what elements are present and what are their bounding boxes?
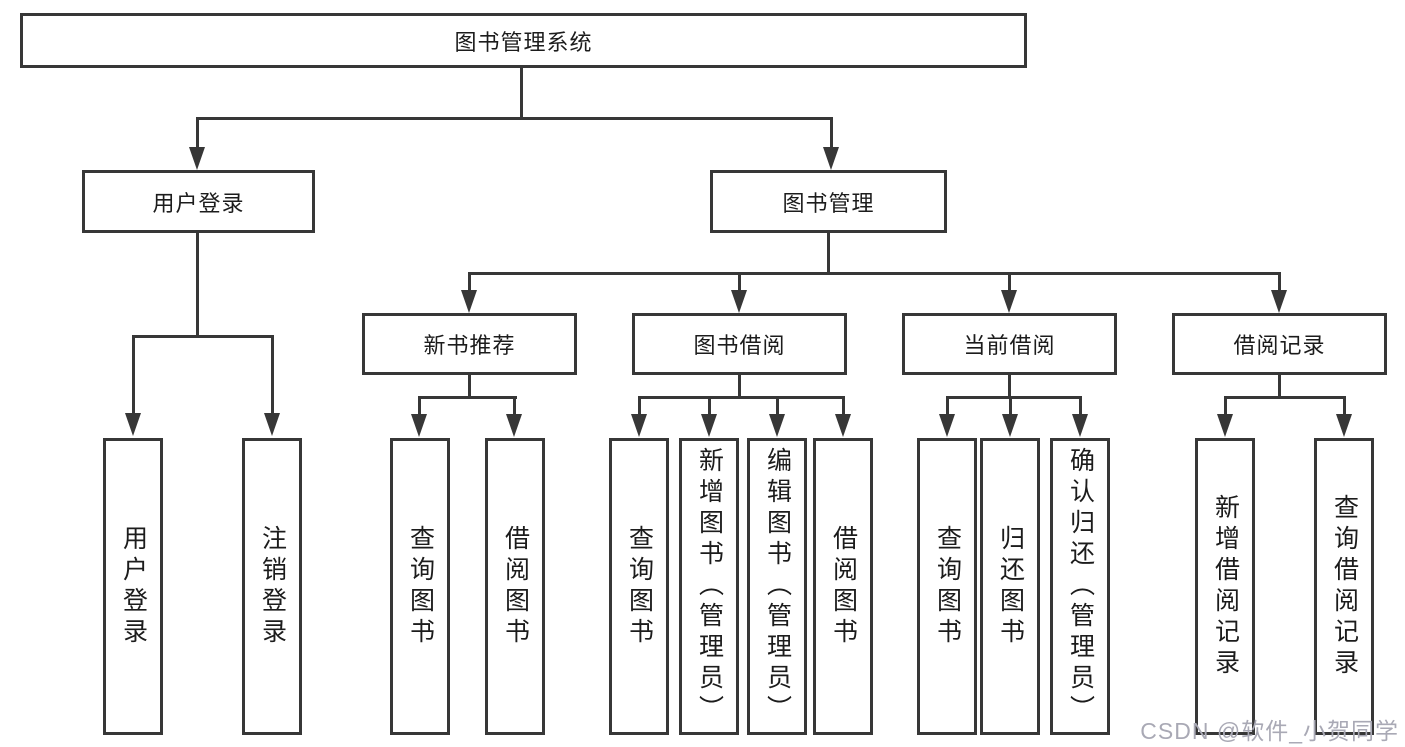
node-leaf-borrow-query-book: 查询图书: [609, 438, 669, 735]
connector-mgmt-drop-3: [1008, 272, 1011, 293]
connector-borrow-drop-4: [842, 396, 845, 414]
node-leaf-current-query-book: 查询图书: [917, 438, 977, 735]
node-leaf-label: 归还图书: [996, 524, 1025, 649]
connector-current-stem: [1008, 375, 1011, 399]
node-leaf-label: 新增图书（管理员）: [695, 447, 724, 726]
node-leaf-label: 查询图书: [406, 524, 435, 649]
arrow-down-icon: [506, 414, 522, 437]
connector-mgmt-drop-2: [738, 272, 741, 293]
connector-borrow-drop-2: [708, 396, 711, 414]
connector-records-hline: [1224, 396, 1345, 399]
csdn-watermark: CSDN @软件_小贺同学: [1140, 718, 1399, 744]
connector-rec-stem: [468, 375, 471, 399]
connector-records-drop-2: [1343, 396, 1346, 414]
arrow-down-icon: [939, 414, 955, 437]
node-leaf-label: 查询借阅记录: [1330, 493, 1359, 680]
arrow-down-icon: [769, 414, 785, 437]
connector-borrow-hline: [638, 396, 845, 399]
node-leaf-label: 用户登录: [119, 524, 148, 649]
node-book-borrow-label: 图书借阅: [693, 333, 786, 358]
node-borrow-records-label: 借阅记录: [1233, 333, 1326, 358]
node-book-mgmt-label: 图书管理: [782, 190, 875, 216]
connector-user-drop-1: [132, 335, 135, 415]
connector-current-drop-3: [1079, 396, 1082, 414]
node-leaf-confirm-return-admin: 确认归还（管理员）: [1050, 438, 1110, 735]
connector-user-hline: [132, 335, 274, 338]
connector-current-hline: [946, 396, 1082, 399]
connector-user-stem: [196, 233, 199, 337]
arrow-down-icon: [823, 147, 839, 170]
node-leaf-borrow-book: 借阅图书: [813, 438, 873, 735]
arrow-down-icon: [264, 413, 280, 436]
node-leaf-label: 借阅图书: [501, 524, 530, 649]
arrow-down-icon: [701, 414, 717, 437]
arrow-down-icon: [1217, 414, 1233, 437]
node-book-borrow: 图书借阅: [632, 313, 847, 375]
connector-user-drop-2: [271, 335, 274, 415]
connector-mgmt-hline: [468, 272, 1281, 275]
node-leaf-label: 查询图书: [933, 524, 962, 649]
connector-user-login-drop: [196, 117, 199, 150]
node-new-book-rec: 新书推荐: [362, 313, 577, 375]
connector-mgmt-drop-1: [468, 272, 471, 293]
connector-rec-drop-1: [418, 396, 421, 414]
arrow-down-icon: [631, 414, 647, 437]
node-leaf-add-book-admin: 新增图书（管理员）: [679, 438, 739, 735]
arrow-down-icon: [731, 290, 747, 313]
node-leaf-rec-borrow-book: 借阅图书: [485, 438, 545, 735]
arrow-down-icon: [411, 414, 427, 437]
connector-rec-drop-2: [513, 396, 516, 414]
node-leaf-edit-book-admin: 编辑图书（管理员）: [747, 438, 807, 735]
node-leaf-label: 编辑图书（管理员）: [763, 447, 792, 726]
connector-borrow-stem: [738, 375, 741, 399]
node-leaf-add-borrow-record: 新增借阅记录: [1195, 438, 1255, 735]
node-leaf-return-book: 归还图书: [980, 438, 1040, 735]
node-user-login-label: 用户登录: [152, 190, 245, 216]
connector-book-mgmt-drop: [830, 117, 833, 150]
node-leaf-label: 注销登录: [258, 524, 287, 649]
connector-records-stem: [1278, 375, 1281, 399]
connector-records-drop-1: [1224, 396, 1227, 414]
connector-current-drop-2: [1009, 396, 1012, 414]
node-root: 图书管理系统: [20, 13, 1027, 68]
connector-borrow-drop-3: [776, 396, 779, 414]
node-leaf-rec-query-book: 查询图书: [390, 438, 450, 735]
arrow-down-icon: [1072, 414, 1088, 437]
arrow-down-icon: [1001, 290, 1017, 313]
arrow-down-icon: [461, 290, 477, 313]
node-leaf-label: 借阅图书: [829, 524, 858, 649]
connector-root-stem: [520, 68, 523, 118]
node-user-login: 用户登录: [82, 170, 315, 233]
arrow-down-icon: [835, 414, 851, 437]
node-new-book-rec-label: 新书推荐: [423, 333, 516, 358]
connector-borrow-drop-1: [638, 396, 641, 414]
connector-current-drop-1: [946, 396, 949, 414]
arrow-down-icon: [1002, 414, 1018, 437]
node-borrow-records: 借阅记录: [1172, 313, 1387, 375]
arrow-down-icon: [189, 147, 205, 170]
connector-rec-hline: [418, 396, 517, 399]
node-current-borrow: 当前借阅: [902, 313, 1117, 375]
arrow-down-icon: [1271, 290, 1287, 313]
node-current-borrow-label: 当前借阅: [963, 333, 1056, 358]
connector-root-hline: [196, 117, 832, 120]
connector-mgmt-stem: [827, 233, 830, 275]
node-leaf-query-borrow-record: 查询借阅记录: [1314, 438, 1374, 735]
arrow-down-icon: [125, 413, 141, 436]
node-root-label: 图书管理系统: [454, 29, 593, 55]
node-book-mgmt: 图书管理: [710, 170, 947, 233]
node-leaf-label: 查询图书: [625, 524, 654, 649]
node-leaf-label: 新增借阅记录: [1211, 493, 1240, 680]
arrow-down-icon: [1336, 414, 1352, 437]
node-leaf-user-login: 用户登录: [103, 438, 163, 735]
node-leaf-logout: 注销登录: [242, 438, 302, 735]
node-leaf-label: 确认归还（管理员）: [1066, 447, 1095, 726]
connector-mgmt-drop-4: [1278, 272, 1281, 293]
